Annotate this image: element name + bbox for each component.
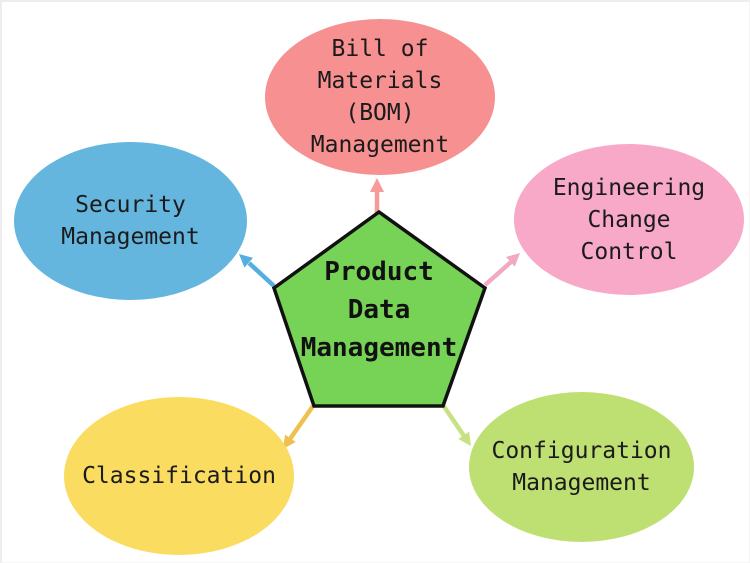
node-ellipse-bom: Bill of Materials (BOM) Management	[265, 19, 495, 175]
center-label-line: Management	[300, 333, 458, 363]
node-label-configuration-management: Configuration Management	[491, 438, 672, 496]
node-label-engineering-change-control: Engineering Change Control	[552, 174, 706, 265]
center-node-label: Product Data Management	[269, 253, 489, 367]
arrowhead-to-engineering-change-control-icon	[506, 253, 520, 267]
node-label-bom: Bill of Materials (BOM) Management	[310, 36, 450, 158]
node-ellipse-security-management: Security Management	[14, 142, 247, 300]
arrowhead-to-classification-icon	[283, 434, 296, 449]
arrow-to-classification	[288, 404, 315, 441]
arrow-to-security-management	[247, 261, 276, 288]
arrowhead-to-bom-icon	[370, 178, 384, 192]
node-ellipse-engineering-change-control: Engineering Change Control	[514, 144, 744, 295]
node-ellipse-classification: Classification	[64, 397, 294, 555]
node-label-security-management: Security Management	[61, 192, 200, 250]
arrow-to-engineering-change-control	[483, 260, 513, 287]
center-label-line: Data	[347, 295, 411, 325]
pentagon-shape	[271, 209, 488, 408]
arrowhead-to-security-management-icon	[239, 254, 253, 268]
arrow-to-configuration-management	[441, 403, 466, 438]
center-label-line: Product	[324, 257, 434, 287]
arrowhead-to-configuration-management-icon	[458, 431, 471, 446]
node-ellipse-configuration-management: Configuration Management	[469, 392, 694, 542]
node-label-classification: Classification	[82, 463, 276, 489]
